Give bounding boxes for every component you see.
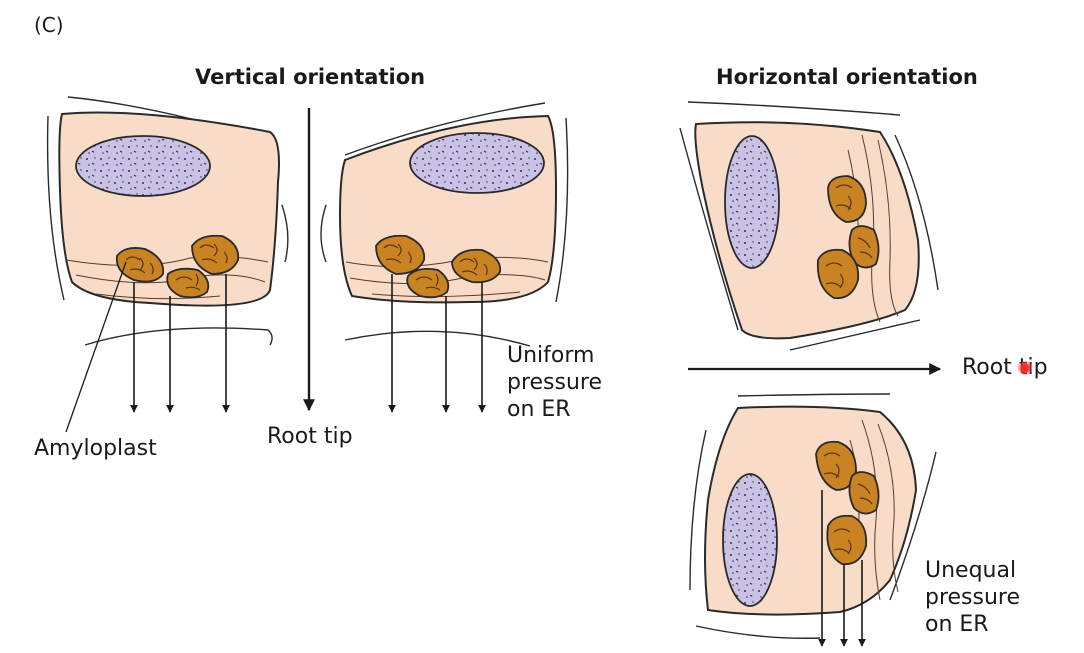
vertical-left-cell <box>46 96 289 413</box>
horizontal-top-cell <box>679 101 939 351</box>
root-tip-label-horizontal: Root tip <box>962 355 1048 380</box>
nucleus <box>724 135 780 269</box>
amyloplast <box>166 267 210 299</box>
amyloplast <box>826 514 868 566</box>
vertical-right-cell <box>320 102 569 413</box>
panel-label: (C) <box>34 13 64 37</box>
amyloplast-pointer-line <box>65 261 127 433</box>
nucleus <box>409 132 545 194</box>
amyloplast <box>406 267 450 299</box>
amyloplast <box>115 247 165 283</box>
unequal-pressure-line-2: pressure <box>925 585 1021 610</box>
horizontal-orientation-title: Horizontal orientation <box>716 65 978 89</box>
amyloplast <box>816 248 860 300</box>
nucleus <box>75 135 211 197</box>
uniform-pressure-line-3: on ER <box>507 397 571 422</box>
nucleus <box>722 473 778 607</box>
uniform-pressure-line-2: pressure <box>507 370 603 395</box>
uniform-pressure-line-1: Uniform <box>507 343 595 368</box>
pointer-cursor-dot <box>1018 361 1032 375</box>
unequal-pressure-line-3: on ER <box>925 612 989 637</box>
vertical-orientation-title: Vertical orientation <box>195 65 426 89</box>
root-tip-label-vertical: Root tip <box>267 424 353 449</box>
unequal-pressure-line-1: Unequal <box>925 558 1017 583</box>
amyloplast <box>848 471 880 515</box>
amyloplast-label: Amyloplast <box>34 436 157 461</box>
horizontal-bottom-cell <box>689 393 937 647</box>
amyloplast <box>815 440 857 491</box>
